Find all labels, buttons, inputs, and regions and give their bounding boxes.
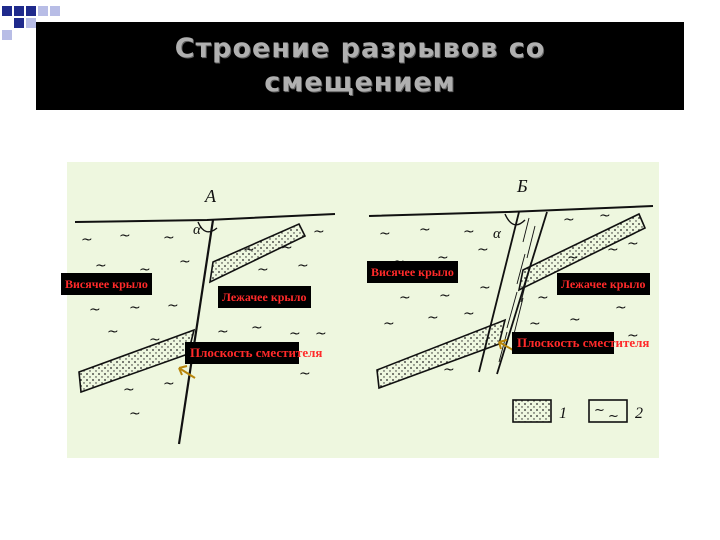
panel-b-foot-wall-label: Лежачее крыло — [557, 273, 650, 295]
svg-text:~: ~ — [167, 298, 179, 314]
panel-a-drawing: ~~~ ~~~ ~~~ ~~ ~~~ ~~~ ~~ ~~~ ~~~ ~~ — [75, 214, 335, 444]
svg-text:~: ~ — [594, 403, 605, 418]
legend-swatch-dotted — [513, 400, 551, 422]
fault-diagram: ~~~ ~~~ ~~~ ~~ ~~~ ~~~ ~~ ~~~ ~~~ ~~ — [67, 162, 659, 458]
panel-b-hanging-wall-label: Висячее крыло — [367, 261, 458, 283]
svg-text:~: ~ — [608, 409, 619, 424]
legend-number-2: 2 — [635, 405, 643, 422]
panel-b-drawing: ~~~ ~~~ ~~~ ~~~ ~ ~~~ ~~ ~~~ ~~~ ~ — [369, 206, 653, 388]
svg-text:~: ~ — [477, 242, 489, 258]
panel-b-arrow-icon — [499, 340, 513, 350]
svg-text:~: ~ — [123, 382, 135, 398]
svg-text:~: ~ — [315, 326, 327, 342]
corner-square — [38, 6, 48, 16]
panel-a-angle-symbol: α — [193, 222, 202, 238]
svg-text:~: ~ — [439, 288, 451, 304]
panel-b-fault-plane-label: Плоскость сместителя — [512, 332, 614, 354]
corner-square — [50, 6, 60, 16]
svg-text:~: ~ — [119, 228, 131, 244]
svg-text:~: ~ — [257, 262, 269, 278]
svg-text:~: ~ — [537, 290, 549, 306]
svg-text:~: ~ — [567, 250, 579, 266]
svg-text:~: ~ — [615, 300, 627, 316]
corner-square — [26, 6, 36, 16]
svg-text:~: ~ — [463, 306, 475, 322]
slide-title: Строение разрывов со смещением — [150, 32, 570, 100]
svg-text:~: ~ — [129, 406, 141, 422]
svg-text:~: ~ — [163, 230, 175, 246]
svg-text:~: ~ — [427, 310, 439, 326]
panel-b-letter: Б — [516, 176, 528, 196]
svg-text:~: ~ — [313, 224, 325, 240]
svg-text:~: ~ — [379, 226, 391, 242]
svg-text:~: ~ — [89, 302, 101, 318]
panel-b-fault-plane-text: Плоскость сместителя — [517, 335, 649, 350]
panel-b-angle-symbol: α — [493, 226, 502, 242]
svg-text:~: ~ — [443, 362, 455, 378]
fault-diagram-drawing: ~~~ ~~~ ~~~ ~~ ~~~ ~~~ ~~ ~~~ ~~~ ~~ — [67, 162, 659, 458]
corner-square — [2, 6, 12, 16]
svg-text:~: ~ — [95, 258, 107, 274]
svg-text:~: ~ — [217, 324, 229, 340]
svg-text:~: ~ — [81, 232, 93, 248]
panel-a-fault-plane-label: Плоскость сместителя — [185, 342, 299, 364]
svg-text:~: ~ — [179, 254, 191, 270]
svg-text:~: ~ — [289, 326, 301, 342]
panel-a-foot-wall-label: Лежачее крыло — [218, 286, 311, 308]
svg-text:~: ~ — [243, 242, 255, 258]
panel-a-fault-plane-text: Плоскость сместителя — [190, 345, 322, 360]
svg-text:~: ~ — [399, 290, 411, 306]
svg-text:~: ~ — [299, 366, 311, 382]
slide-title-bar: Строение разрывов со смещением — [36, 22, 684, 110]
svg-text:~: ~ — [281, 240, 293, 256]
svg-text:~: ~ — [627, 236, 639, 252]
svg-text:~: ~ — [563, 212, 575, 228]
corner-square — [2, 30, 12, 40]
svg-text:~: ~ — [463, 224, 475, 240]
svg-text:~: ~ — [163, 376, 175, 392]
svg-text:~: ~ — [383, 316, 395, 332]
svg-text:~: ~ — [529, 316, 541, 332]
svg-text:~: ~ — [149, 332, 161, 348]
svg-text:~: ~ — [479, 280, 491, 296]
svg-text:~: ~ — [599, 208, 611, 224]
legend: 1 ~ ~ 2 — [513, 400, 643, 424]
corner-square — [14, 18, 24, 28]
svg-text:~: ~ — [607, 242, 619, 258]
svg-text:~: ~ — [569, 312, 581, 328]
svg-text:~: ~ — [129, 300, 141, 316]
legend-number-1: 1 — [559, 405, 567, 422]
svg-text:~: ~ — [251, 320, 263, 336]
svg-text:~: ~ — [419, 222, 431, 238]
panel-a-hanging-wall-label: Висячее крыло — [61, 273, 152, 295]
svg-text:~: ~ — [107, 324, 119, 340]
panel-a-letter: А — [204, 186, 217, 206]
corner-square — [14, 6, 24, 16]
panel-a-arrow-icon — [179, 366, 195, 378]
corner-square — [26, 18, 36, 28]
svg-text:~: ~ — [297, 258, 309, 274]
